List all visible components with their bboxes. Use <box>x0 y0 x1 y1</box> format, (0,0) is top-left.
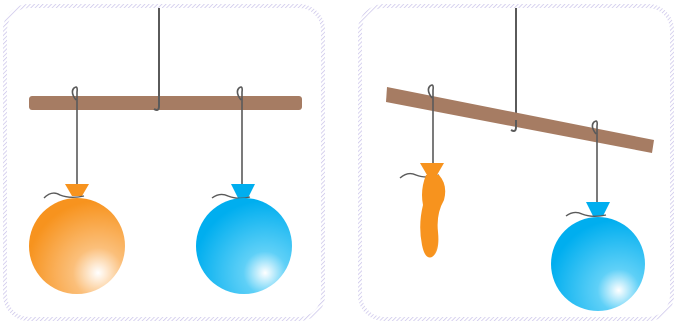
balance-beam <box>29 96 302 110</box>
balloon-body <box>551 217 645 311</box>
balloon-body <box>29 198 125 294</box>
panel-tilted <box>360 6 672 319</box>
panel-balanced <box>5 6 323 319</box>
balloon-body <box>196 198 292 294</box>
